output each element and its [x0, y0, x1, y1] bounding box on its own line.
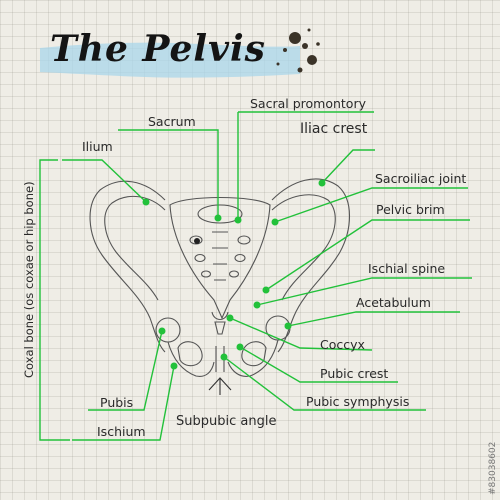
- label-pubis: Pubis: [100, 395, 134, 410]
- line-pubic-symphysis: [223, 356, 426, 411]
- left-obturator: [177, 341, 203, 367]
- label-sacral-promontory: Sacral promontory: [250, 96, 366, 111]
- label-ischial-spine: Ischial spine: [368, 261, 446, 276]
- line-coxal-bracket: [39, 159, 70, 441]
- label-subpubic-angle: Subpubic angle: [176, 414, 277, 429]
- subpubic-angle-marker: [208, 377, 232, 395]
- label-pubic-symphysis: Pubic symphysis: [306, 394, 410, 409]
- line-pubic-crest: [239, 346, 398, 383]
- right-pubic-ramus: [227, 339, 279, 377]
- title-brush-stroke: [40, 42, 300, 78]
- line-pelvic-brim: [265, 219, 470, 291]
- line-ischium: [72, 365, 175, 441]
- sacrum-outline: [169, 197, 271, 320]
- label-coxal-bone: Coxal bone (os coxae or hip bone): [22, 181, 36, 378]
- label-sacroiliac-joint: Sacroiliac joint: [375, 171, 467, 186]
- line-ischial-spine: [256, 277, 472, 306]
- label-pelvic-brim: Pelvic brim: [376, 202, 445, 217]
- coccyx-shape: [211, 311, 229, 335]
- label-acetabulum: Acetabulum: [356, 295, 431, 310]
- line-pubis: [88, 330, 163, 411]
- leader-lines: [39, 111, 472, 441]
- right-ilium-inner: [271, 194, 336, 301]
- ink-splatter: [276, 28, 320, 73]
- pelvis-drawing: [89, 178, 350, 395]
- label-ischium: Ischium: [97, 424, 146, 439]
- line-coccyx: [229, 317, 373, 351]
- right-obturator: [241, 341, 267, 367]
- left-ilium-outline: [89, 180, 166, 353]
- sacral-foramina: [189, 231, 251, 281]
- left-ilium-inner: [104, 195, 166, 301]
- label-coccyx: Coccyx: [320, 337, 365, 352]
- label-ilium: Ilium: [82, 139, 113, 154]
- line-ilium: [62, 159, 147, 203]
- diagram-title: The Pelvis: [50, 28, 266, 70]
- line-sacroiliac-joint: [274, 187, 468, 223]
- sacral-promontory-shape: [197, 204, 243, 224]
- label-sacrum: Sacrum: [148, 114, 196, 129]
- stock-id: #83038602: [488, 441, 498, 495]
- line-iliac-crest: [321, 149, 375, 184]
- left-pubic-ramus: [167, 341, 215, 377]
- label-pubic-crest: Pubic crest: [320, 366, 389, 381]
- line-sacrum: [118, 129, 219, 218]
- marker-dots: [142, 179, 326, 370]
- label-iliac-crest: Iliac crest: [300, 121, 368, 137]
- line-sacral-promontory: [237, 111, 374, 220]
- line-acetabulum: [287, 311, 460, 327]
